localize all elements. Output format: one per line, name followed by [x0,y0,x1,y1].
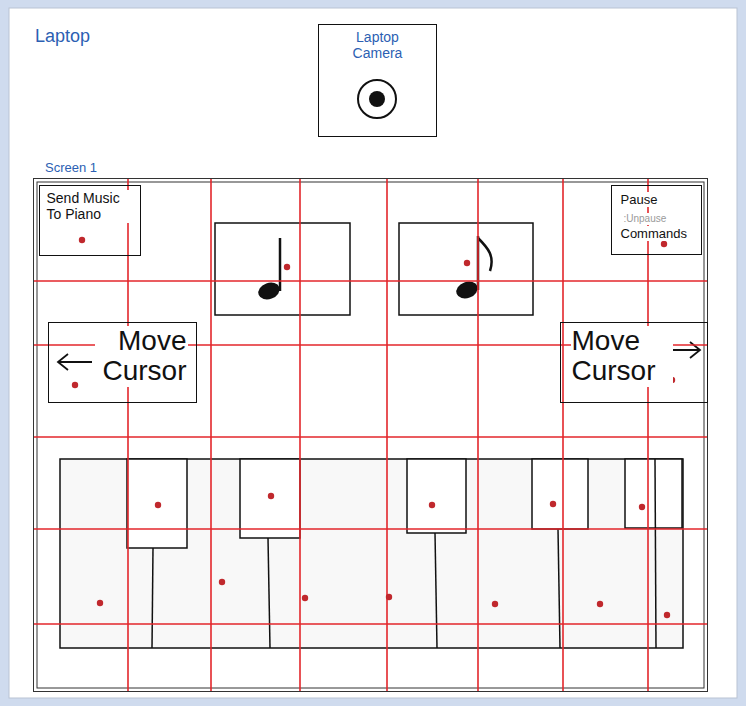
black-key [625,459,682,528]
white-key-divider [655,459,656,648]
grid-line [33,436,708,438]
device-label: Laptop [34,26,91,46]
text-group: Move Cursor [95,326,188,388]
button-label: Send Music To Piano [46,190,134,224]
grid-line [210,178,212,692]
target-dot [597,601,603,607]
target-dot [72,382,78,388]
eighth-note-flag [478,238,492,271]
grid-line [477,178,479,692]
piano-keyboard [60,459,683,648]
white-key-divider [435,533,437,648]
button-label: Commands [620,226,688,242]
target-dot [429,502,435,508]
button-label: Move Cursor [95,326,188,388]
cursor-right-button: Move Cursor [560,322,708,403]
target-dot [155,502,161,508]
white-key-divider [152,548,153,648]
disabled-state-label: :Unpause [623,213,668,225]
black-key [240,459,300,538]
laptop-outline [9,8,737,698]
black-key [127,459,187,548]
target-dot [284,264,290,270]
target-dot [386,594,392,600]
text-group: Screen 1 [44,158,98,176]
label-holder: Laptop [34,26,91,48]
target-dot [492,601,498,607]
button-label: Pause [620,192,659,208]
white-key-divider [268,538,270,648]
send-music-button: Send Music To Piano [39,185,141,256]
quarter-note-head [256,280,282,303]
note-box [215,223,350,315]
target-dot [664,612,670,618]
grid-line [562,178,564,692]
note-box [399,223,533,315]
target-dot [550,501,556,507]
target-dot [302,595,308,601]
grid-line [299,178,301,692]
left-arrow-symbol [58,354,92,370]
quarter-note-stem [279,238,282,291]
text-group: Move Cursor [571,326,673,388]
text-group: Laptop Camera [346,29,410,62]
grid-line [386,178,388,692]
grid-lines [33,178,708,692]
target-dot [97,600,103,606]
text-group: Pause :UnpauseCommands [620,190,697,242]
camera-lens-center [369,91,385,107]
camera-box: Laptop Camera [318,24,437,137]
target-dot [219,579,225,585]
screen-inner-border [37,182,704,688]
button-label: Move Cursor [571,326,673,388]
target-dot [268,493,274,499]
grid-line [33,280,708,282]
target-dots [72,237,675,618]
white-key-divider [558,529,560,648]
grid-line [33,623,708,625]
target-dot [661,241,667,247]
text-group: Send Music To Piano [46,190,134,224]
pause-button: Pause :UnpauseCommands [611,185,702,255]
black-key [407,459,466,533]
camera-label: Laptop Camera [346,29,410,61]
screen-heading: Screen 1 [44,160,98,176]
screen-frame: Send Music To Piano Pause :UnpauseCommands… [33,178,708,692]
grid-line [647,178,649,692]
black-key [532,459,588,529]
camera-lens [358,80,396,118]
target-dot [79,237,85,243]
target-dot [464,260,470,266]
eighth-note-head [454,279,480,302]
cursor-left-button: Move Cursor [48,322,197,403]
grid-line [33,528,708,530]
target-dot [639,504,645,510]
